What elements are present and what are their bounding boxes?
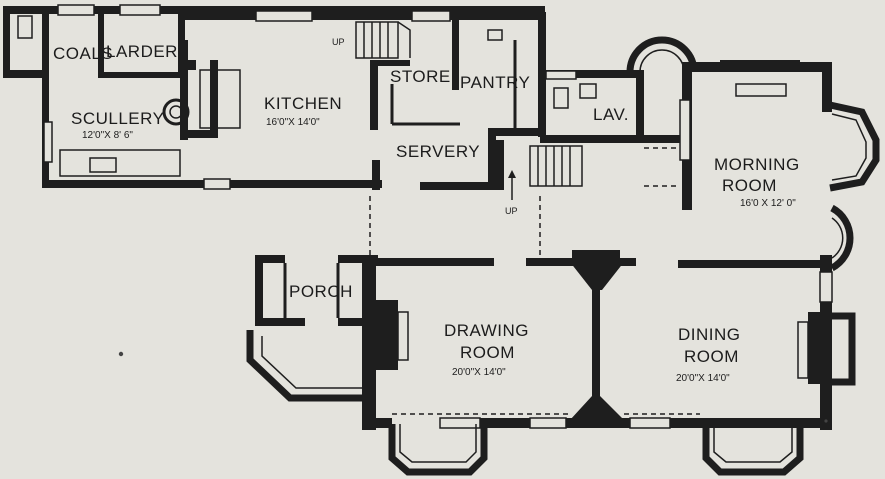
print-specks: [118, 351, 828, 423]
label-morning-2: ROOM: [722, 176, 777, 195]
label-stair-up-lower: UP: [505, 206, 518, 216]
label-porch: PORCH: [289, 282, 353, 301]
label-servery: SERVERY: [396, 142, 480, 161]
label-larder: LARDER: [106, 42, 178, 61]
label-drawing-2: ROOM: [460, 343, 515, 362]
label-stair-up-upper: UP: [332, 37, 345, 47]
stairs: [355, 21, 583, 200]
label-coals: COALS: [53, 44, 113, 63]
label-store: STORE: [390, 67, 451, 86]
label-morning-size: 16'0 X 12' 0": [740, 198, 796, 209]
label-lav: LAV.: [593, 105, 629, 124]
fittings: [17, 15, 809, 415]
room-labels: COALS LARDER SCULLERY 12'0"X 8' 6" KITCH…: [53, 37, 800, 384]
windows: [43, 4, 833, 429]
label-morning-1: MORNING: [714, 155, 800, 174]
label-dining-2: ROOM: [684, 347, 739, 366]
arch-divider: [570, 262, 624, 420]
label-pantry: PANTRY: [460, 73, 530, 92]
label-scullery: SCULLERY: [71, 109, 164, 128]
label-dining-1: DINING: [678, 325, 741, 344]
label-kitchen-size: 16'0"X 14'0": [266, 117, 320, 128]
label-dining-size: 20'0"X 14'0": [676, 373, 730, 384]
bay-windows: [246, 36, 880, 476]
label-scullery-size: 12'0"X 8' 6": [82, 130, 133, 141]
label-drawing-size: 20'0"X 14'0": [452, 367, 506, 378]
label-kitchen: KITCHEN: [264, 94, 342, 113]
label-drawing-1: DRAWING: [444, 321, 529, 340]
